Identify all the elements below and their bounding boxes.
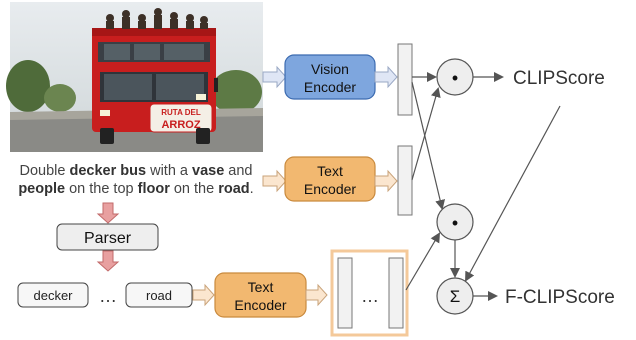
phrase-text-encoder-label-1: Text (248, 279, 274, 295)
caption-text: and (224, 163, 252, 179)
caption-keyword: road (218, 181, 249, 197)
caption-keyword: people (18, 181, 65, 197)
text-encoder-label-2: Encoder (304, 181, 356, 197)
text-encoder-label-1: Text (317, 163, 343, 179)
caption-text: with a (146, 163, 192, 179)
image-to-vision-arrow (262, 65, 287, 89)
dot-operator-phrase: • (452, 213, 458, 233)
bus-sign-line1: RUTA DEL (161, 108, 201, 117)
text-encoder-to-embedding-arrow (374, 169, 398, 193)
phrase-text-encoder-label-2: Encoder (234, 297, 286, 313)
phrase-ellipsis: … (99, 286, 117, 306)
dot-operator-global: • (452, 68, 458, 88)
bus-sign-line2: ARROZ (161, 119, 200, 131)
phrase-decker: decker (33, 288, 73, 303)
caption-keyword: floor (138, 181, 171, 197)
phrase-embedding-bar-last (388, 257, 404, 329)
caption-line-1: Double decker bus with a vase and (20, 163, 253, 179)
vision-to-embedding-arrow (374, 65, 398, 89)
vision-encoder-label-1: Vision (311, 61, 349, 77)
clipscore-label: CLIPScore (513, 68, 605, 89)
fclipscore-label: F-CLIPScore (505, 287, 615, 308)
vision-encoder-label-2: Encoder (304, 79, 356, 95)
caption-line-2: people on the top floor on the road. (18, 181, 253, 197)
caption-keyword: decker bus (69, 163, 146, 179)
embeddings-ellipsis: … (361, 286, 379, 306)
parser-to-phrases-arrow (96, 250, 120, 272)
parser-label: Parser (84, 230, 132, 247)
phrase-encoder-to-embeddings-arrow (305, 283, 328, 307)
bus-photo: RUTA DEL ARROZ (6, 2, 263, 152)
image-embedding-bar (397, 43, 413, 116)
connector-lines (405, 72, 561, 301)
sum-operator: Σ (450, 287, 461, 306)
parser-box (56, 223, 159, 251)
caption-text: . (250, 181, 254, 197)
phrase-embedding-bar-first (337, 257, 353, 329)
caption-keyword: vase (192, 163, 224, 179)
phrase-box-road (125, 282, 193, 308)
caption-text: on the (170, 181, 218, 197)
phrase-road: road (146, 288, 172, 303)
phrase-box-decker (17, 282, 89, 308)
caption-to-text-encoder-arrow (262, 169, 287, 193)
caption-text: on the top (65, 181, 138, 197)
text-embedding-bar (397, 145, 413, 216)
caption-text: Double (20, 163, 70, 179)
caption-to-parser-arrow (96, 202, 120, 224)
phrases-to-text-encoder-arrow (192, 283, 215, 307)
